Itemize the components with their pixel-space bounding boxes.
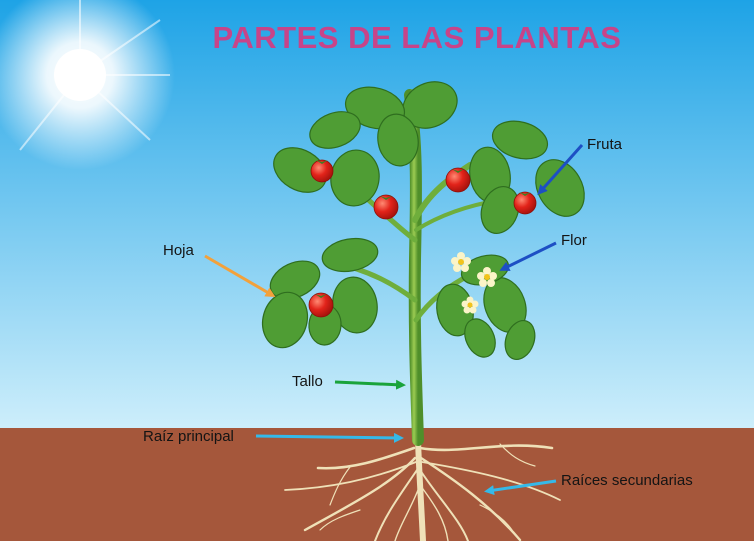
flower-icon xyxy=(451,252,471,272)
label-fruta: Fruta xyxy=(587,136,623,153)
tomato xyxy=(513,191,537,215)
arrow-hoja xyxy=(204,254,276,298)
label-hoja: Hoja xyxy=(163,242,194,259)
soil xyxy=(0,428,754,541)
tomato xyxy=(310,159,334,183)
fruits xyxy=(308,159,537,318)
arrow-raices-secundarias xyxy=(484,479,557,496)
label-raices-secundarias: Raíces secundarias xyxy=(561,472,693,489)
label-tallo: Tallo xyxy=(292,373,323,390)
roots xyxy=(284,437,561,541)
diagram-title: PARTES DE LAS PLANTAS xyxy=(212,20,622,55)
arrow-tallo xyxy=(334,379,406,390)
flower-icon xyxy=(461,296,479,314)
fruit-stems xyxy=(315,160,531,298)
label-raiz-principal: Raíz principal xyxy=(143,428,234,445)
tomato xyxy=(373,194,399,220)
sun-icon xyxy=(0,0,175,170)
label-flor: Flor xyxy=(561,232,587,249)
arrow-raiz-principal xyxy=(255,432,404,443)
leaves xyxy=(261,81,585,360)
tomato xyxy=(445,167,471,193)
flowers xyxy=(451,252,497,314)
arrow-flor xyxy=(499,241,557,271)
arrow-fruta xyxy=(537,144,584,195)
tomato xyxy=(308,292,334,318)
flower-icon xyxy=(477,267,497,287)
